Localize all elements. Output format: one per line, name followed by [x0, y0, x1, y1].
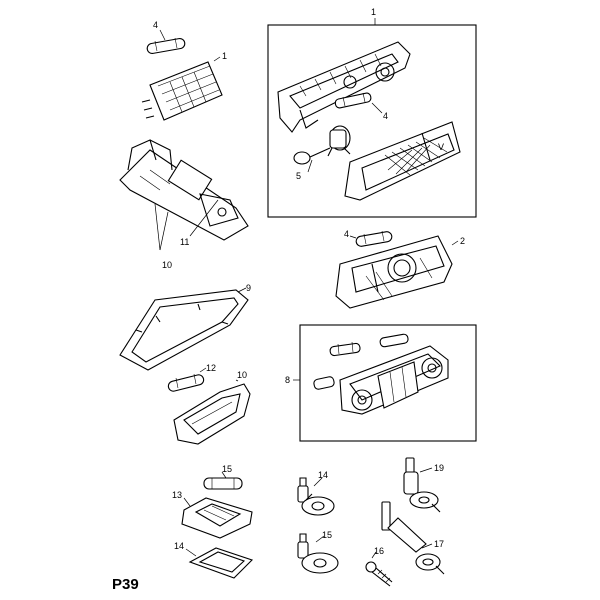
housing-8 — [119, 139, 249, 241]
glovebox-lamp-15 — [181, 497, 253, 539]
callout-2: 2 — [460, 236, 465, 246]
courtesy-lamp-10 — [173, 383, 251, 445]
lamp-frame — [277, 41, 411, 133]
callout-7: 9 — [246, 283, 251, 293]
callout-14: 16 — [374, 546, 384, 556]
callout-12: 14 — [318, 470, 328, 480]
festoon-bulb-11 — [167, 373, 205, 392]
page-label: P39 — [112, 576, 139, 593]
bulb-4-box — [334, 92, 372, 109]
callout-1: 1 — [222, 51, 227, 61]
gasket-7 — [119, 289, 249, 371]
screw-14 — [365, 561, 393, 587]
callout-9: 11 — [180, 237, 189, 247]
callout-17: 15 — [222, 464, 232, 474]
callout-15: 13 — [172, 490, 182, 500]
callout-11: 12 — [206, 363, 216, 373]
callout-5: 5 — [296, 171, 301, 181]
callout-6: 8 — [285, 375, 290, 385]
lens-cover-16 — [188, 547, 254, 579]
side-marker-lamp-2 — [335, 235, 453, 309]
callout-4-top: 4 — [153, 20, 158, 30]
interior-lamp-6 — [313, 333, 449, 415]
callout-19: 19 — [434, 463, 444, 473]
door-switch-13 — [297, 533, 339, 574]
callout-4-box: 4 — [383, 111, 388, 121]
callout-16: 14 — [174, 541, 184, 551]
door-switch-18 — [381, 501, 445, 575]
door-switch-19 — [403, 457, 441, 513]
callout-8: 10 — [162, 260, 172, 270]
callout-18: 17 — [434, 539, 444, 549]
callout-3: 1 — [371, 7, 376, 17]
lens-box-3: V — [344, 121, 461, 201]
callout-13: 15 — [322, 530, 332, 540]
lens-1 — [141, 61, 223, 121]
callout-10: 10 — [237, 370, 247, 380]
festoon-bulb-17 — [203, 477, 243, 490]
bulb-holder-5 — [293, 125, 351, 165]
group-box-6 — [299, 324, 477, 442]
door-switch-12 — [297, 477, 335, 516]
callout-4-mid: 4 — [344, 229, 349, 239]
bulb-4-mid — [355, 230, 393, 247]
group-box-3 — [267, 24, 477, 218]
bulb-4-top — [146, 37, 186, 54]
svg-text:V: V — [438, 142, 444, 152]
